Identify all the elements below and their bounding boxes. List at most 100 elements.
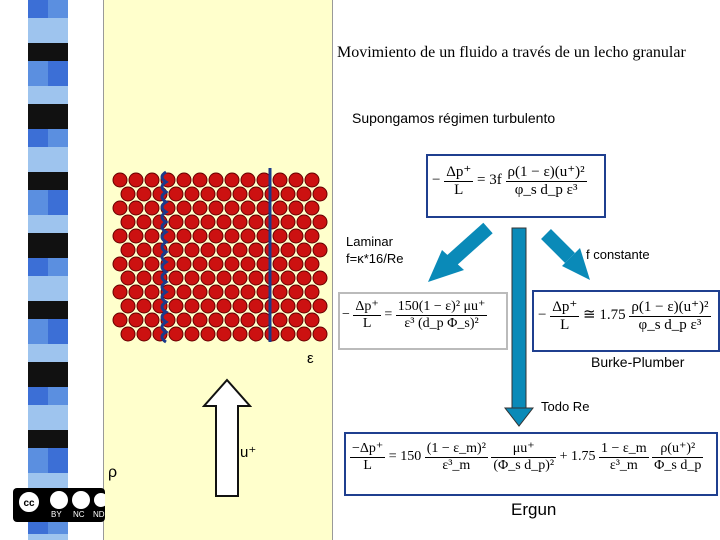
particle	[192, 172, 208, 188]
particle	[240, 284, 256, 300]
particle	[128, 172, 144, 188]
particle	[208, 312, 224, 328]
particle	[192, 228, 208, 244]
main-mid: = 3f	[477, 171, 502, 188]
stripe-block	[28, 319, 48, 344]
ergun-lhs-num: −Δp⁺	[350, 441, 386, 458]
particle	[232, 242, 248, 258]
particle	[248, 242, 264, 258]
particle	[136, 326, 152, 342]
decorative-stripe	[28, 0, 68, 540]
particle	[232, 186, 248, 202]
particle	[224, 172, 240, 188]
particle	[304, 228, 320, 244]
stripe-block	[48, 448, 68, 473]
particle	[248, 214, 264, 230]
stripe-block	[28, 215, 48, 233]
cc-icons: cc	[17, 490, 105, 514]
ergun-t1-den2: (Φ_s d_p)²	[493, 458, 555, 473]
particle	[232, 326, 248, 342]
particle	[272, 284, 288, 300]
particle	[312, 186, 328, 202]
particle	[296, 186, 312, 202]
particle	[176, 200, 192, 216]
particle	[240, 200, 256, 216]
particle	[120, 298, 136, 314]
particle	[168, 298, 184, 314]
particle	[144, 172, 160, 188]
particle	[176, 172, 192, 188]
particle	[168, 186, 184, 202]
stripe-block	[48, 430, 68, 448]
particle	[120, 214, 136, 230]
particle	[280, 186, 296, 202]
particle	[304, 284, 320, 300]
stripe-block	[28, 172, 48, 190]
burke-rhs-num: ρ(1 − ε)(u⁺)²	[629, 299, 711, 317]
packed-bed	[112, 168, 328, 344]
particle	[112, 228, 128, 244]
ergun-t2-coef: + 1.75	[559, 449, 596, 465]
cc-icon	[17, 490, 41, 514]
particle	[216, 298, 232, 314]
particle	[272, 172, 288, 188]
laminar-lhs-den: L	[362, 316, 372, 331]
particle	[200, 326, 216, 342]
particle	[144, 284, 160, 300]
particle	[288, 256, 304, 272]
particle	[288, 284, 304, 300]
laminar-formula: f=κ*16/Re	[346, 251, 404, 266]
u-plus-label: u⁺	[240, 444, 257, 461]
ergun-t2-den2: Φ_s d_p	[654, 458, 702, 473]
epsilon-label: ε	[307, 350, 314, 367]
burke-lhs-den: L	[560, 317, 570, 333]
ergun-t1-num2: μu⁺	[491, 440, 557, 458]
particle	[208, 284, 224, 300]
badge-nc: NC	[73, 510, 85, 519]
particle	[248, 270, 264, 286]
particle	[168, 242, 184, 258]
particle	[168, 270, 184, 286]
stripe-block	[48, 190, 68, 215]
badge-nd: ND	[93, 510, 105, 519]
particle	[296, 326, 312, 342]
particle	[248, 186, 264, 202]
stripe-block	[28, 0, 48, 18]
stripe-block	[28, 301, 48, 319]
nc-icon	[72, 491, 90, 509]
main-rhs-num: ρ(1 − ε)(u⁺)²	[505, 164, 587, 182]
stripe-block	[48, 276, 68, 301]
particle	[120, 242, 136, 258]
f-constante-label: f constante	[586, 247, 650, 262]
particle	[216, 186, 232, 202]
burke-lhs-num: Δp⁺	[550, 299, 580, 317]
particle	[304, 172, 320, 188]
particle	[112, 312, 128, 328]
stripe-block	[28, 61, 48, 86]
particle	[240, 256, 256, 272]
particle	[280, 326, 296, 342]
stripe-block	[48, 387, 68, 405]
particle	[136, 242, 152, 258]
burke-op: ≅ 1.75	[583, 306, 626, 323]
particle	[304, 200, 320, 216]
stripe-block	[48, 215, 68, 233]
particle	[168, 214, 184, 230]
laminar-rhs-num: 150(1 − ε)² μu⁺	[395, 299, 488, 316]
particle	[296, 298, 312, 314]
cc-license-badge[interactable]: cc BY NC ND	[13, 488, 105, 522]
ergun-lhs-den: L	[363, 458, 372, 473]
particle	[288, 312, 304, 328]
stripe-block	[28, 430, 48, 448]
particle	[112, 172, 128, 188]
particle	[272, 312, 288, 328]
particle	[184, 298, 200, 314]
particle	[248, 326, 264, 342]
particle	[240, 312, 256, 328]
particle	[312, 326, 328, 342]
stripe-block	[48, 319, 68, 344]
particle	[224, 284, 240, 300]
